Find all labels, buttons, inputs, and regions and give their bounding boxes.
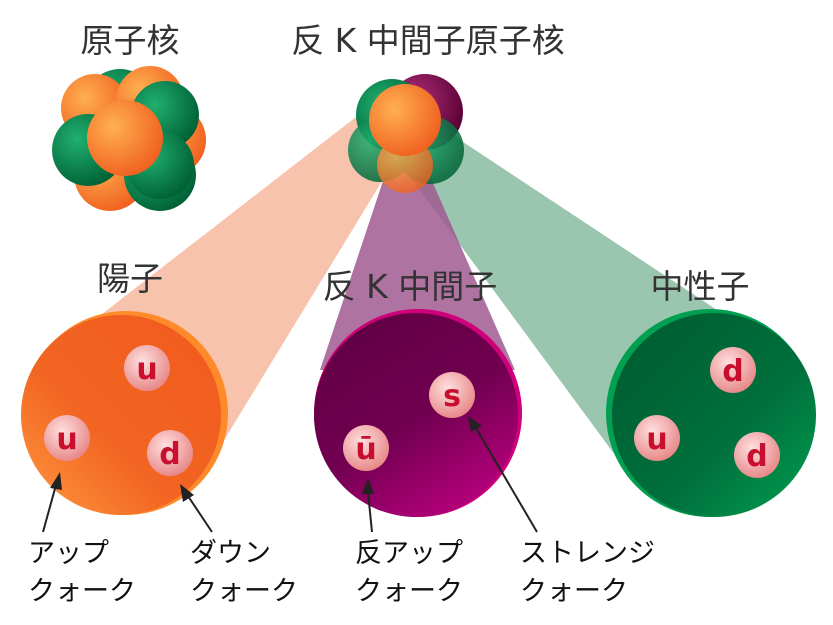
quark-down: d <box>710 347 756 393</box>
proton <box>21 311 228 515</box>
antikaon-cone <box>320 160 515 370</box>
antikaon <box>314 309 522 517</box>
antikaon-title: 反 K 中間子 <box>323 267 498 306</box>
quark-down: d <box>147 430 193 476</box>
up-quark-label-line2: クォーク <box>28 576 136 607</box>
antiup-quark-label-line1: 反アップ <box>355 538 463 569</box>
down-quark-label-line1: ダウン <box>190 538 271 569</box>
quark-up: u <box>124 345 170 391</box>
svg-text:ū: ū <box>355 432 376 467</box>
quark-up: u <box>44 415 90 461</box>
strange-quark-label-line2: クォーク <box>520 576 628 607</box>
svg-text:u: u <box>646 422 667 457</box>
kaonic-nucleus-title: 反 K 中間子原子核 <box>291 21 565 60</box>
quark-strange: s <box>429 372 475 418</box>
up-quark-label-line1: アップ <box>28 538 109 569</box>
neutron-title: 中性子 <box>651 267 750 306</box>
down-quark-label-line2: クォーク <box>190 576 298 607</box>
annotation-arrows <box>42 416 538 533</box>
nucleus-title: 原子核 <box>81 21 180 60</box>
svg-text:u: u <box>136 352 157 387</box>
svg-text:d: d <box>159 437 180 472</box>
nucleus-cluster <box>52 66 206 211</box>
svg-text:s: s <box>443 379 461 414</box>
svg-text:d: d <box>722 354 743 389</box>
strange-quark-label-line1: ストレンジ <box>520 538 655 569</box>
quark-antiup: ū <box>343 425 389 471</box>
quark-down: d <box>734 432 780 478</box>
svg-text:d: d <box>746 439 767 474</box>
quark-up: u <box>634 415 680 461</box>
proton-title: 陽子 <box>97 259 163 298</box>
svg-text:u: u <box>56 422 77 457</box>
antiup-quark-label-line2: クォーク <box>355 576 463 607</box>
kaonic-nucleus-cluster <box>348 74 464 193</box>
neutron <box>606 309 816 517</box>
